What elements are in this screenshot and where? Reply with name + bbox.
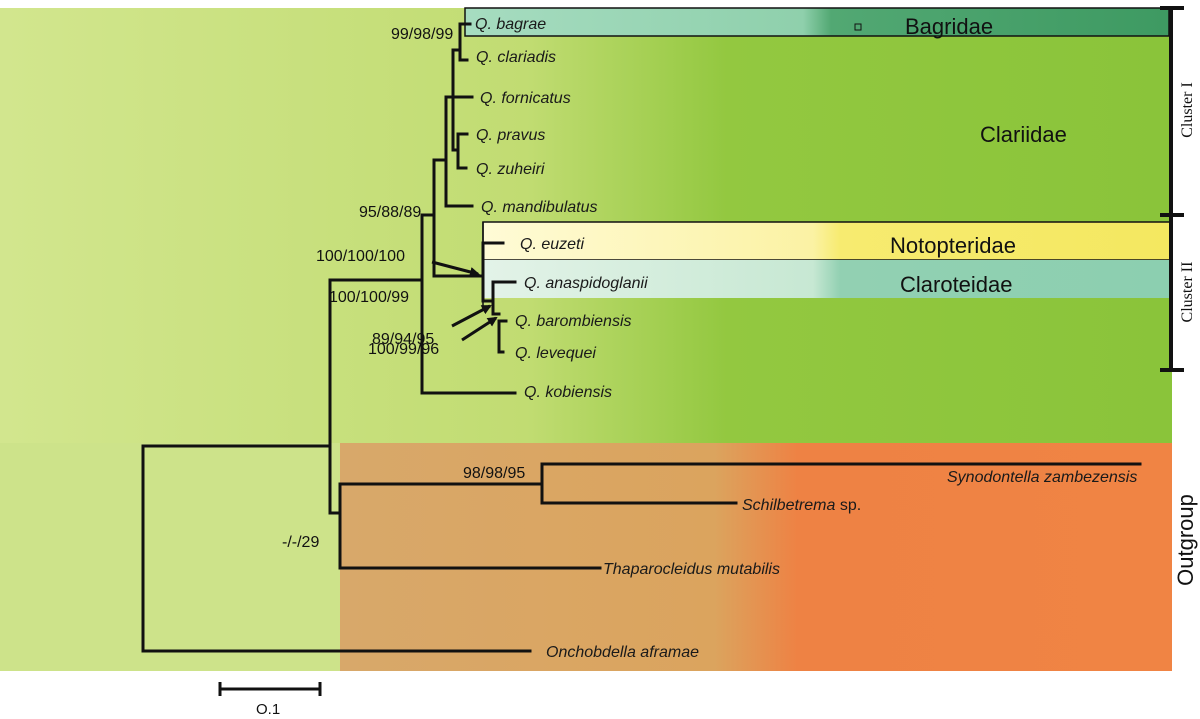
support-value-thaparocleidus-node: -/-/29 (282, 534, 319, 551)
taxon-label-clariadis: Q. clariadis (476, 49, 556, 66)
family-label-notopteridae: Notopteridae (890, 233, 1016, 258)
support-value-ingroup-node: 100/100/99 (329, 289, 409, 306)
scale-bar (218, 682, 322, 696)
family-label-bagridae: Bagridae (905, 14, 993, 39)
taxon-label-levequei: Q. levequei (515, 345, 596, 362)
support-value-outgroup-node: 98/98/95 (463, 465, 525, 482)
claroteidae-band (483, 260, 1170, 298)
taxon-label-zuheiri: Q. zuheiri (476, 161, 545, 178)
bagridae-band (464, 7, 1170, 37)
support-value-cluster2-node: 100/100/100 (316, 248, 405, 265)
taxon-label-thaparocleidus: Thaparocleidus mutabilis (603, 561, 780, 578)
cluster-bracket-2 (1160, 215, 1184, 372)
taxon-label-pravus: Q. pravus (476, 127, 545, 144)
taxon-label-synodontella: Synodontella zambezensis (947, 469, 1137, 486)
taxon-label-onchobdella: Onchobdella aframae (546, 644, 699, 661)
notopteridae-band (482, 221, 1171, 261)
support-value-levequei-node: 100/99/96 (368, 341, 439, 358)
support-value-bagrae-node: 99/98/99 (391, 26, 453, 43)
taxon-label-euzeti: Q. euzeti (520, 236, 584, 253)
support-value-clariidae-node: 95/88/89 (359, 204, 421, 221)
taxon-label-fornicatus: Q. fornicatus (480, 90, 571, 107)
scale-bar-label: O.1 (256, 701, 280, 718)
support-arrows (431, 260, 498, 342)
family-label-clariidae: Clariidae (980, 122, 1067, 147)
taxon-label-schilbetrema-sp: sp. (835, 497, 861, 514)
taxon-label-mandibulatus: Q. mandibulatus (481, 199, 598, 216)
outgroup-panel (340, 443, 1172, 671)
taxon-label-barombiensis: Q. barombiensis (515, 313, 632, 330)
taxon-label-schilbetrema-genus: Schilbetrema (742, 497, 835, 514)
taxon-label-anaspidoglanii: Q. anaspidoglanii (524, 275, 648, 292)
cluster-label-1: Cluster I (1179, 82, 1196, 138)
taxon-label-kobiensis: Q. kobiensis (524, 384, 612, 401)
taxon-label-bagrae: Q. bagrae (475, 16, 546, 33)
taxon-label-schilbetrema: Schilbetrema sp. (742, 497, 861, 514)
support-value-barombiensis-node: 89/94/95 (372, 331, 434, 348)
family-label-claroteidae: Claroteidae (900, 272, 1013, 297)
marker-square (854, 23, 862, 31)
cluster-label-2: Cluster II (1179, 262, 1196, 323)
outgroup-label: Outgroup (1173, 494, 1198, 586)
tree-branches (141, 22, 1142, 653)
background-panel-lower (0, 443, 340, 671)
